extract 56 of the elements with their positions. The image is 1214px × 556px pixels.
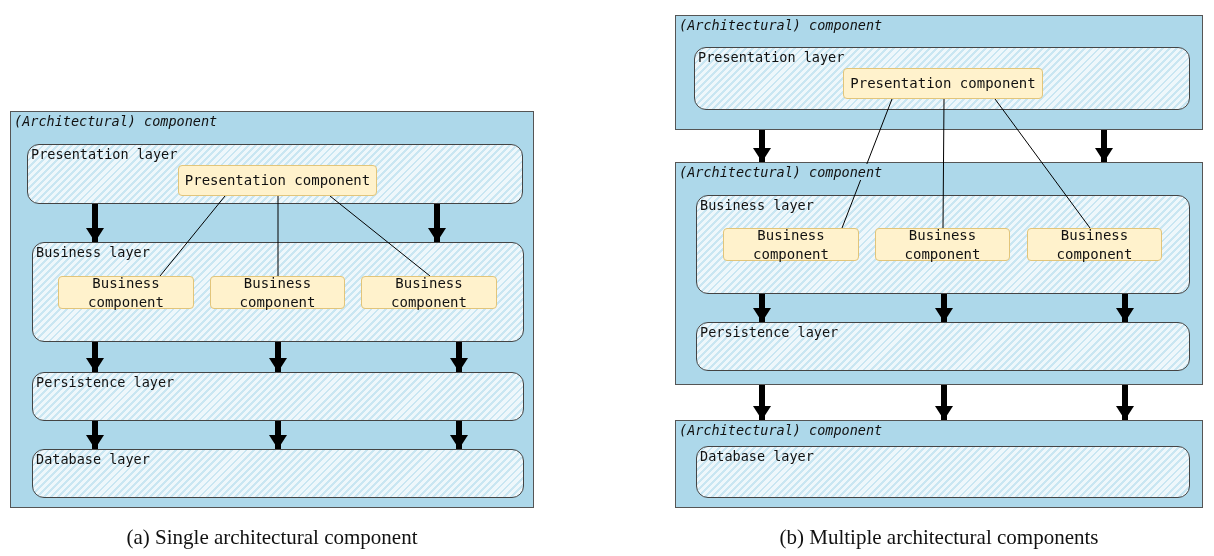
layer-panel <box>694 47 1190 110</box>
block-arrow <box>935 294 953 322</box>
layer-title: Business layer <box>700 197 814 213</box>
block-arrow <box>269 342 287 372</box>
container-title: (Architectural) component <box>14 113 218 129</box>
block-arrow <box>753 385 771 420</box>
connector-line <box>942 98 945 229</box>
layer-panel <box>32 449 524 498</box>
component-box: Business component <box>723 228 859 261</box>
block-arrow <box>753 294 771 322</box>
component-box: Presentation component <box>843 68 1043 99</box>
block-arrow <box>450 342 468 372</box>
block-arrow <box>450 421 468 449</box>
block-arrow <box>86 342 104 372</box>
layer-panel <box>696 195 1190 294</box>
connector-line <box>841 98 893 229</box>
block-arrow <box>269 421 287 449</box>
component-box: Business component <box>361 276 497 309</box>
component-box: Business component <box>875 228 1010 261</box>
layer-title: Business layer <box>36 244 150 260</box>
block-arrow <box>86 204 104 242</box>
layer-title: Persistence layer <box>700 324 839 340</box>
component-box: Business component <box>1027 228 1162 261</box>
connector-line <box>994 98 1091 229</box>
layer-panel <box>696 446 1190 498</box>
component-container <box>675 15 1203 130</box>
block-arrow <box>1116 385 1134 420</box>
component-container <box>675 420 1203 508</box>
component-box: Business component <box>58 276 194 309</box>
layer-panel <box>32 242 524 342</box>
layer-panel <box>27 144 523 204</box>
figure-caption: (b) Multiple architectural components <box>779 524 1099 550</box>
container-title: (Architectural) component <box>679 164 883 180</box>
figure-caption: (a) Single architectural component <box>126 524 418 550</box>
connector-line <box>159 195 226 277</box>
layer-title: Presentation layer <box>698 49 845 65</box>
layer-title: Persistence layer <box>36 374 175 390</box>
component-container <box>10 111 534 508</box>
layer-title: Presentation layer <box>31 146 178 162</box>
block-arrow <box>86 421 104 449</box>
block-arrow <box>428 204 446 242</box>
container-title: (Architectural) component <box>679 17 883 33</box>
component-box: Presentation component <box>178 165 377 196</box>
block-arrow <box>935 385 953 420</box>
connector-line <box>329 195 431 277</box>
layer-title: Database layer <box>36 451 150 467</box>
container-title: (Architectural) component <box>679 422 883 438</box>
component-container <box>675 162 1203 385</box>
block-arrow <box>753 130 771 162</box>
block-arrow <box>1116 294 1134 322</box>
component-box: Business component <box>210 276 345 309</box>
block-arrow <box>1095 130 1113 162</box>
layer-title: Database layer <box>700 448 814 464</box>
layer-panel <box>696 322 1190 371</box>
connector-line <box>277 195 279 277</box>
layer-panel <box>32 372 524 421</box>
